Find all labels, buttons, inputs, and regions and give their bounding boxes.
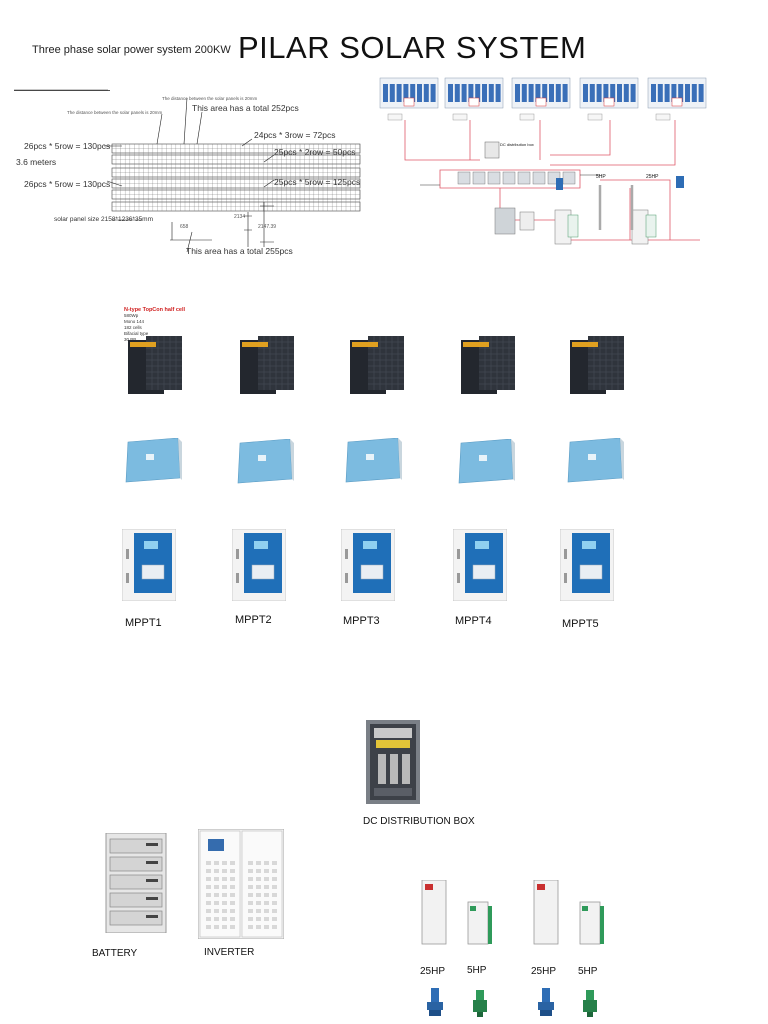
charge-controller-image-3 bbox=[345, 438, 402, 483]
panel-spec-2: Mono 144 bbox=[124, 319, 145, 324]
panel-spec-title: N-type TopCon half cell bbox=[124, 307, 186, 313]
mppt-cabinet-image-4 bbox=[453, 529, 507, 601]
dim-a: 2134 bbox=[234, 214, 246, 220]
inverter-label: INVERTER bbox=[204, 947, 255, 958]
dc-distribution-box-image bbox=[366, 720, 420, 804]
array-layout-drawing bbox=[14, 89, 361, 253]
mppt-cabinet-image-2 bbox=[232, 529, 286, 601]
solar-panel-image-5 bbox=[570, 336, 624, 394]
mppt-cabinet-image-5 bbox=[560, 529, 614, 601]
mppt1-label: MPPT1 bbox=[125, 617, 162, 629]
system-schematic: 5HP 25HP DC distribution box bbox=[370, 70, 710, 255]
panel-spec-1: 580Wp bbox=[124, 313, 139, 318]
pump-25hp-label-1: 25HP bbox=[420, 966, 446, 977]
charge-controller-image-2 bbox=[237, 439, 294, 484]
panel-spec-5: 30 BB bbox=[124, 337, 137, 342]
panel-size-label: solar panel size 2158*1236*35mm bbox=[54, 216, 154, 223]
schematic-25hp: 25HP bbox=[646, 174, 659, 180]
spacing-note-b: The distance between the solar panels is… bbox=[162, 96, 258, 101]
dim-b: 2147.39 bbox=[258, 224, 277, 230]
inverter-image bbox=[198, 829, 284, 939]
height-label: 3.6 meters bbox=[16, 157, 57, 167]
spacing-note-a: The distance between the solar panels is… bbox=[67, 110, 163, 115]
array-layout-diagram: The distance between the solar panels is… bbox=[12, 82, 364, 262]
panel-spec-caption: N-type TopCon half cell 580Wp Mono 144 1… bbox=[124, 307, 185, 343]
solar-panel-image-2 bbox=[240, 336, 294, 394]
dc-distribution-box-label: DC DISTRIBUTION BOX bbox=[363, 816, 475, 827]
area-bottom-label: This area has a total 255pcs bbox=[186, 246, 293, 256]
pump-25hp-icon-2 bbox=[538, 988, 554, 1016]
mppt-cabinet-image-1 bbox=[122, 529, 176, 601]
solar-panel-image-1 bbox=[128, 336, 182, 394]
solar-panel-image-4 bbox=[461, 336, 515, 394]
panel-spec-4: Bifacial type bbox=[124, 331, 149, 336]
pump-cabinet-group-2 bbox=[533, 880, 604, 945]
schematic-dc-box: DC distribution box bbox=[500, 142, 534, 147]
pump-5hp-icon-2 bbox=[583, 990, 597, 1017]
charge-controller-image-4 bbox=[458, 439, 515, 484]
system-subtitle: Three phase solar power system 200KW bbox=[32, 44, 231, 56]
area-top-label: This area has a total 252pcs bbox=[192, 103, 299, 113]
pump-25hp-label-2: 25HP bbox=[531, 966, 557, 977]
charge-controller-image-5 bbox=[567, 438, 624, 483]
row1-left-label: 26pcs * 5row = 130pcs bbox=[24, 141, 111, 151]
panel-spec-3: 182 cells bbox=[124, 325, 142, 330]
dim-c: 658 bbox=[180, 224, 189, 230]
row2-right-label: 25pcs * 2row = 50pcs bbox=[274, 147, 356, 157]
row3-right-label: 25pcs * 5row = 125pcs bbox=[274, 177, 361, 187]
solar-panel-image-3 bbox=[350, 336, 404, 394]
header-rule bbox=[14, 90, 110, 91]
pump-5hp-label-1: 5HP bbox=[467, 965, 487, 976]
pump-5hp-label-2: 5HP bbox=[578, 966, 598, 977]
charge-controller-image-1 bbox=[125, 438, 182, 483]
row3-left-label: 26pcs * 5row = 130pcs bbox=[24, 179, 111, 189]
dc-box-icon bbox=[484, 141, 500, 159]
pump-25hp-icon-1 bbox=[427, 988, 443, 1016]
mppt4-label: MPPT4 bbox=[455, 615, 492, 627]
page-title: PILAR SOLAR SYSTEM bbox=[238, 30, 587, 65]
mppt-cabinet-image-3 bbox=[341, 529, 395, 601]
battery-label: BATTERY bbox=[92, 948, 138, 959]
mppt2-label: MPPT2 bbox=[235, 614, 272, 626]
mppt5-label: MPPT5 bbox=[562, 618, 599, 630]
schematic-drawing bbox=[379, 77, 707, 245]
row1-right-label: 24pcs * 3row = 72pcs bbox=[254, 130, 336, 140]
pump-cabinet-group-1 bbox=[421, 880, 492, 945]
pump-5hp-icon-1 bbox=[473, 990, 487, 1017]
battery-rack-image bbox=[105, 833, 167, 933]
schematic-5hp: 5HP bbox=[596, 174, 606, 180]
mppt3-label: MPPT3 bbox=[343, 615, 380, 627]
